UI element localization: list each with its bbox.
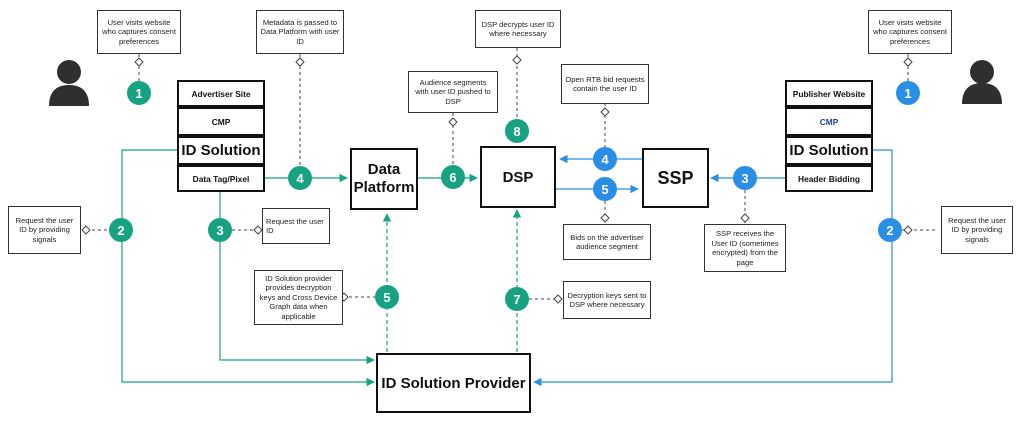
step-badge-adv-2: 2 <box>109 218 133 242</box>
step-badge-adv-7: 7 <box>505 287 529 311</box>
publisher-id-solution-cell: ID Solution <box>785 136 873 165</box>
user-right-icon <box>962 60 1002 104</box>
advertiser-id-solution-cell: ID Solution <box>177 136 265 165</box>
user-left-icon <box>49 60 89 106</box>
step-badge-pub-3: 3 <box>733 166 757 190</box>
advertiser-dashed-lines <box>382 209 522 352</box>
step-badge-adv-3: 3 <box>208 218 232 242</box>
step-badge-pub-1: 1 <box>896 81 920 105</box>
step-badge-adv-6: 6 <box>441 165 465 189</box>
note-open-rtb: Open RTB bid requests contain the user I… <box>561 64 649 104</box>
step-badge-pub-4: 4 <box>593 147 617 171</box>
advertiser-cmp-cell: CMP <box>177 107 265 136</box>
publisher-header-bidding-cell: Header Bidding <box>785 165 873 192</box>
note-pub-request-signals: Request the user ID by providing signals <box>941 206 1013 254</box>
publisher-cmp-cell: CMP <box>785 107 873 136</box>
note-metadata-passed: Metadata is passed to Data Platform with… <box>256 10 344 54</box>
note-adv-user-visits: User visits website who captures consent… <box>97 10 181 54</box>
edge-pub-id-solution-to-provider <box>533 149 893 387</box>
id-solution-provider-node: ID Solution Provider <box>376 353 531 413</box>
note-dsp-decrypts: DSP decrypts user ID where necessary <box>475 10 561 48</box>
step-badge-adv-4: 4 <box>288 166 312 190</box>
step-badge-adv-1: 1 <box>127 81 151 105</box>
note-ssp-receives: SSP receives the User ID (sometimes encr… <box>704 224 786 272</box>
edge-pixel-to-provider <box>219 190 375 365</box>
note-pub-user-visits: User visits website who captures consent… <box>868 10 952 54</box>
note-bids-segment: Bids on the advertiser audience segment <box>563 224 651 260</box>
dsp-node: DSP <box>480 146 556 208</box>
advertiser-site-cell: Advertiser Site <box>177 80 265 107</box>
advertiser-data-tag-cell: Data Tag/Pixel <box>177 165 265 192</box>
step-badge-pub-2: 2 <box>878 218 902 242</box>
note-decryption-keys: Decryption keys sent to DSP where necess… <box>563 281 651 319</box>
annotation-diamonds <box>81 55 913 304</box>
advertiser-flow-lines <box>121 149 478 387</box>
note-adv-request-signals: Request the user ID by providing signals <box>8 206 81 254</box>
step-badge-adv-8: 8 <box>505 119 529 143</box>
step-badge-adv-5: 5 <box>375 285 399 309</box>
note-request-user-id: Request the user ID <box>262 208 330 244</box>
edge-id-solution-to-provider <box>121 149 375 387</box>
note-audience-segments: Audience segments with user ID pushed to… <box>408 71 498 113</box>
note-provider-keys: ID Solution provider provides decryption… <box>254 270 343 325</box>
data-platform-node: Data Platform <box>350 148 418 210</box>
publisher-site-cell: Publisher Website <box>785 80 873 107</box>
ssp-node: SSP <box>642 148 709 208</box>
step-badge-pub-5: 5 <box>593 177 617 201</box>
